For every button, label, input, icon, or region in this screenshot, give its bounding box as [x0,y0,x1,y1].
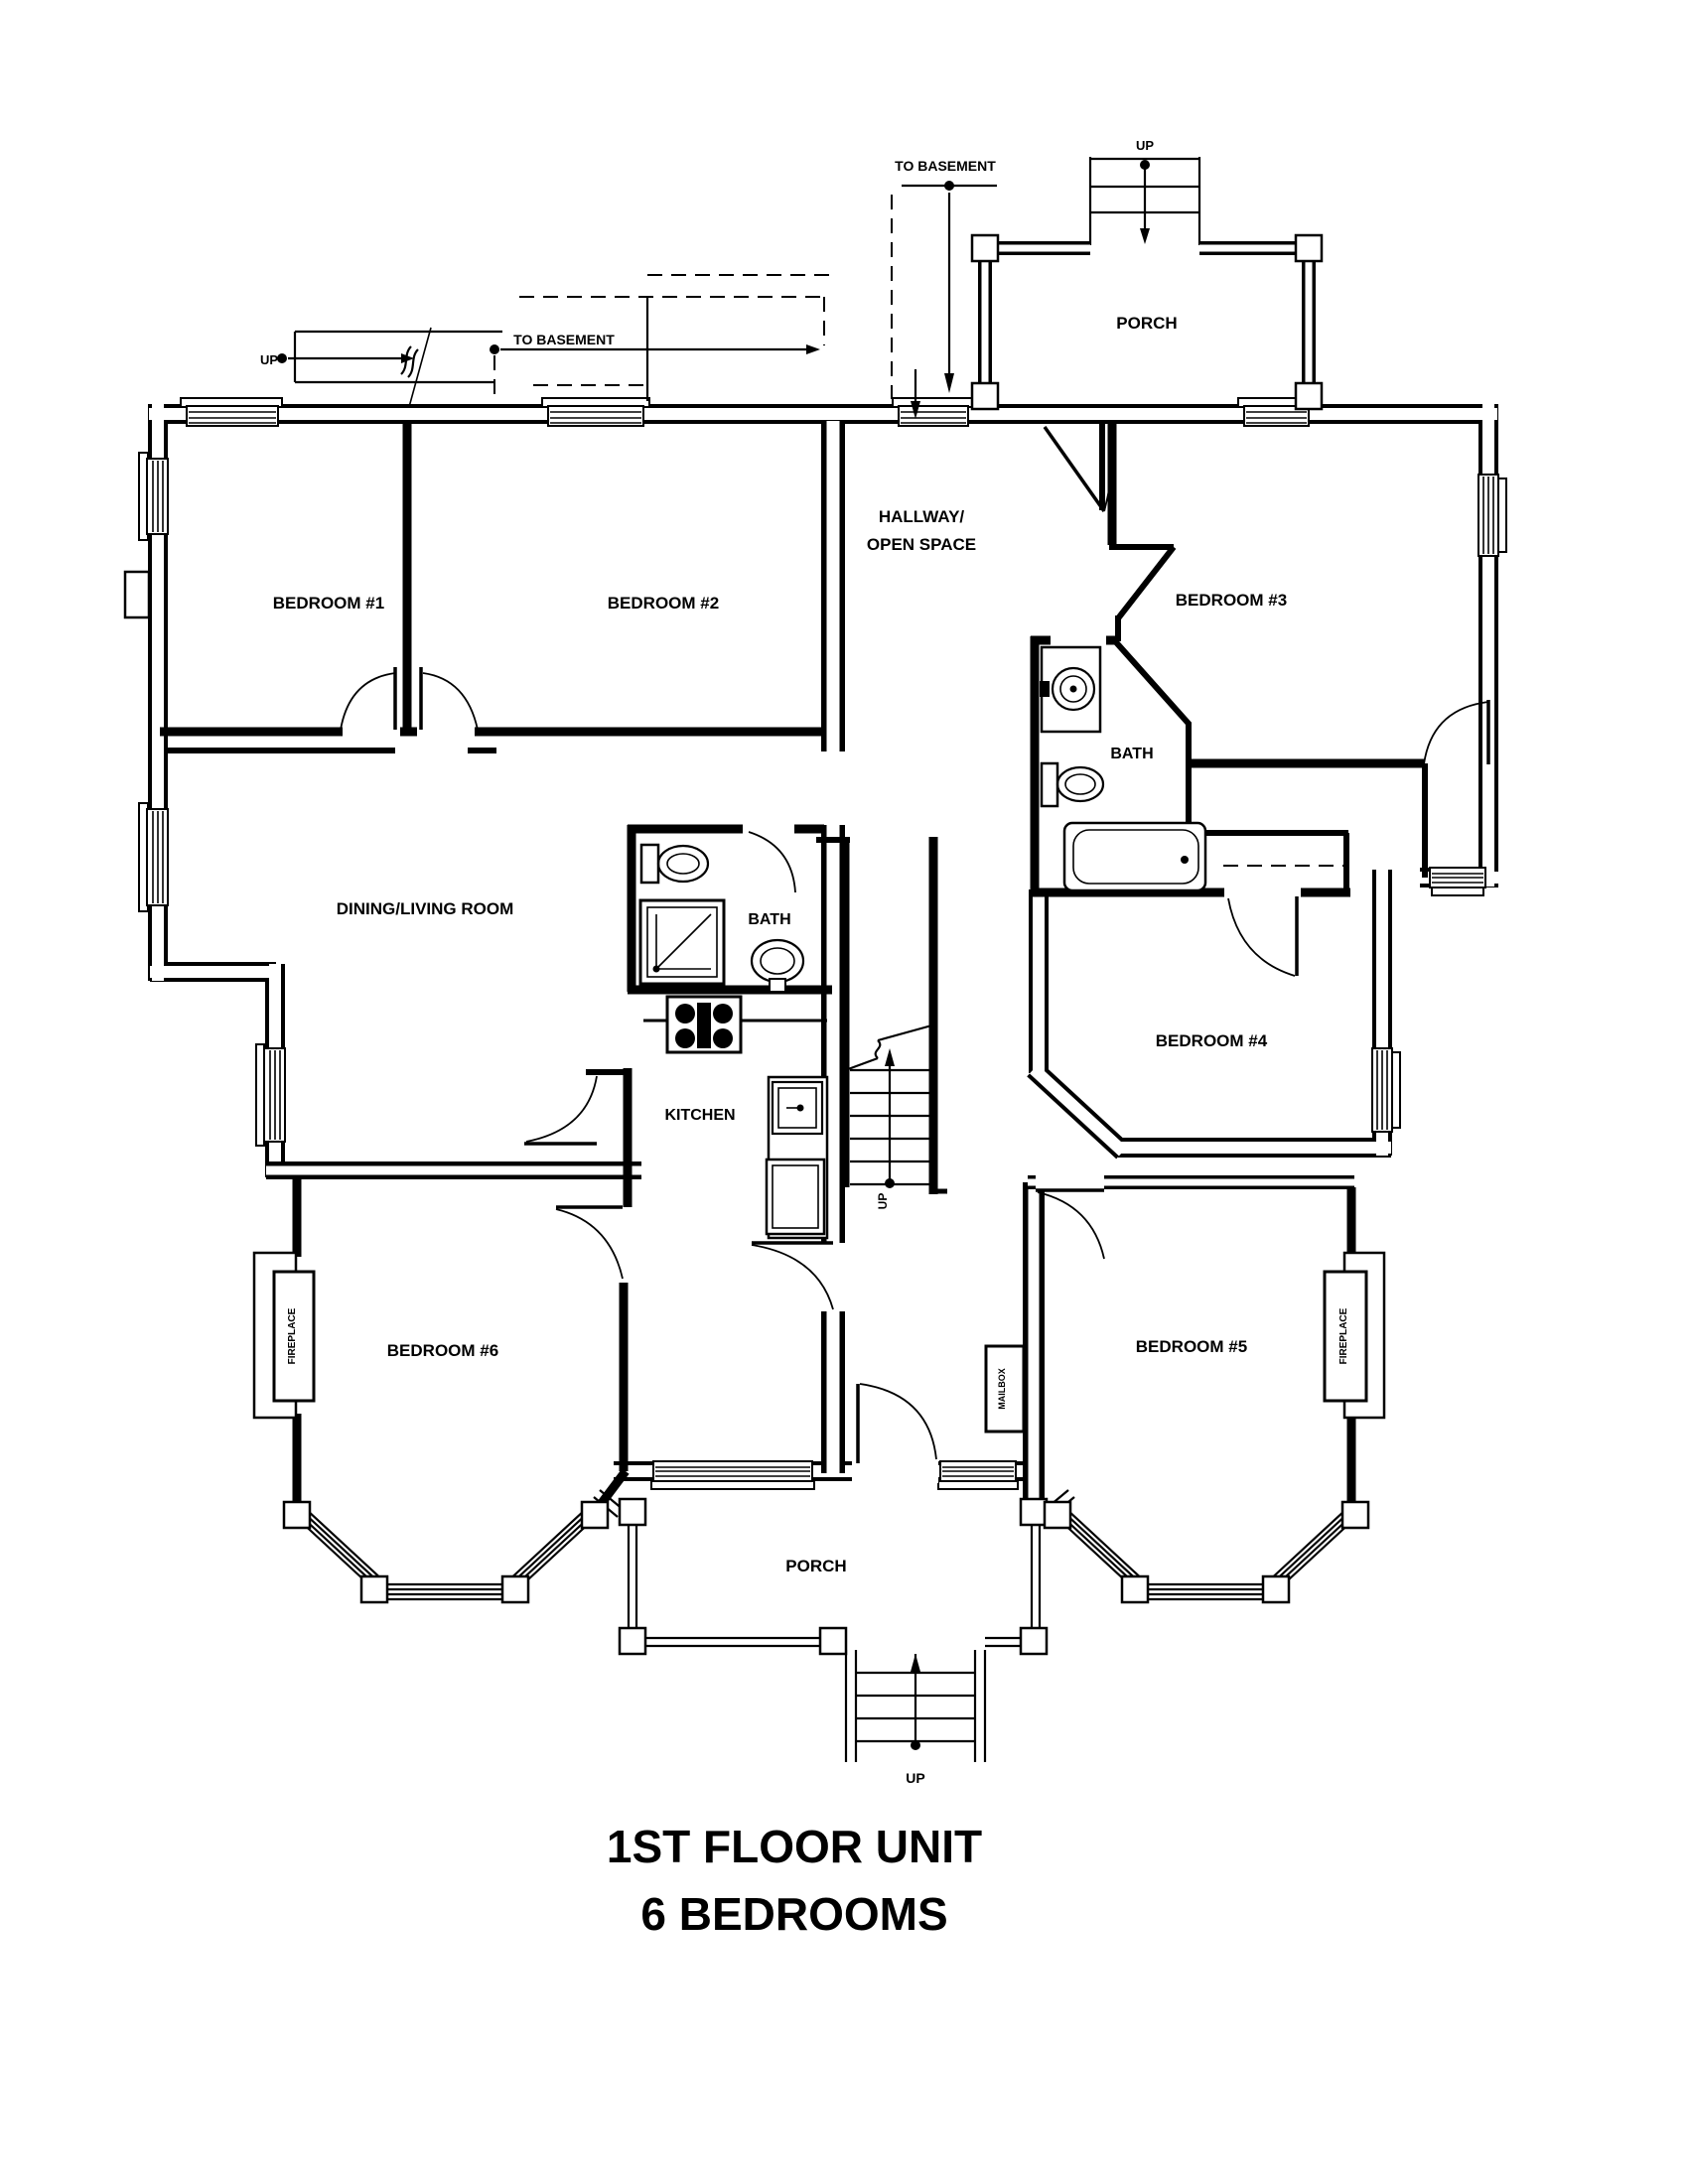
top-porch [970,233,1324,411]
room-label-bedroom-2: BEDROOM #2 [608,594,719,613]
bay-window-bedroom5 [1043,1500,1370,1604]
door-bath-middle [748,831,796,893]
title-line-2: 6 BEDROOMS [640,1888,947,1940]
room-label-porch-bottom: PORCH [785,1557,846,1575]
vanity-sink-icon [1040,645,1102,734]
title-line-1: 1ST FLOOR UNIT [607,1821,982,1872]
basement-annotation-right [891,181,997,399]
chimney-bump-west [123,570,151,619]
fireplace-label-right: FIREPLACE [1338,1307,1349,1364]
bath-middle-fixtures [638,843,805,993]
window-bedroom4-east [1371,1047,1401,1133]
center-staircase [839,1023,936,1188]
bathtub-icon [1062,821,1207,892]
kitchen-fixtures [643,995,829,1240]
room-label-bath-middle: BATH [748,911,790,928]
window-dining-west [138,802,169,912]
bay-window-bedroom6 [282,1500,610,1604]
bath-right-fixtures [1040,645,1207,892]
door-hall-vestibule [751,1241,834,1310]
room-label-dining-living: DINING/LIVING ROOM [337,899,514,918]
to-basement-label-left: TO BASEMENT [513,332,615,347]
up-label-left-stair: UP [260,352,278,367]
window-bedroom3-north [1237,397,1316,427]
room-label-porch-top: PORCH [1116,314,1177,333]
window-bedroom2-north [541,397,650,427]
pedestal-sink-icon [750,938,805,993]
window-vestibule-south [937,1460,1019,1490]
room-label-bedroom-1: BEDROOM #1 [273,594,384,613]
shower-icon [638,898,726,986]
mailbox-label: MAILBOX [997,1368,1007,1410]
room-label-bath-right: BATH [1110,746,1153,762]
door-bedroom1 [340,667,397,731]
windows [138,397,1507,1490]
room-label-bedroom-4: BEDROOM #4 [1156,1031,1268,1050]
up-label-top-porch-stair: UP [1136,138,1154,153]
room-label-hallway-line1: HALLWAY/ [879,507,965,526]
fireplace-right [1323,1251,1386,1420]
to-basement-label-right: TO BASEMENT [895,158,996,174]
room-label-kitchen: KITCHEN [664,1107,735,1124]
door-bedroom2 [419,667,479,731]
bottom-porch-stairs [844,1650,987,1762]
room-label-bedroom-6: BEDROOM #6 [387,1341,498,1360]
room-label-hallway-line2: OPEN SPACE [867,535,976,554]
basement-annotation-left [490,274,832,401]
room-label-bedroom-3: BEDROOM #3 [1176,591,1287,610]
up-label-center-stair: UP [876,1193,890,1210]
stove-icon [665,995,743,1054]
toilet-icon [1040,761,1105,808]
room-label-bedroom-5: BEDROOM #5 [1136,1337,1247,1356]
toilet-icon [639,843,710,885]
doors [340,369,1490,1483]
refrigerator-icon [765,1158,826,1236]
window-bedroom3-east [1477,474,1507,557]
up-label-bottom-stair: UP [906,1770,924,1786]
back-door-threshold [892,397,975,427]
window-bedroom1-west [138,452,169,541]
top-porch-stairs [1088,157,1201,245]
window-closet-south [1429,867,1486,896]
door-bedroom3-entry [1043,425,1114,513]
front-door [852,1383,938,1483]
door-bedroom4 [1227,896,1299,977]
window-bedroom1-north [180,397,283,427]
door-bedroom3-south [1423,700,1490,765]
left-stair-annotation [277,327,502,408]
mailbox [984,1344,1026,1433]
window-dining-southwest [255,1043,286,1147]
door-bedroom5 [1036,1174,1105,1260]
door-kitchen-dining [524,1075,598,1146]
fireplace-label-left: FIREPLACE [287,1307,298,1364]
door-bedroom6 [555,1205,624,1280]
back-door-arrow [911,369,920,419]
window-hall-south [650,1460,815,1490]
interior-walls [160,421,1428,1514]
fireplace-left [252,1251,316,1420]
labels: BEDROOM #1 BEDROOM #2 BEDROOM #3 BEDROOM #4… [260,138,1349,1940]
